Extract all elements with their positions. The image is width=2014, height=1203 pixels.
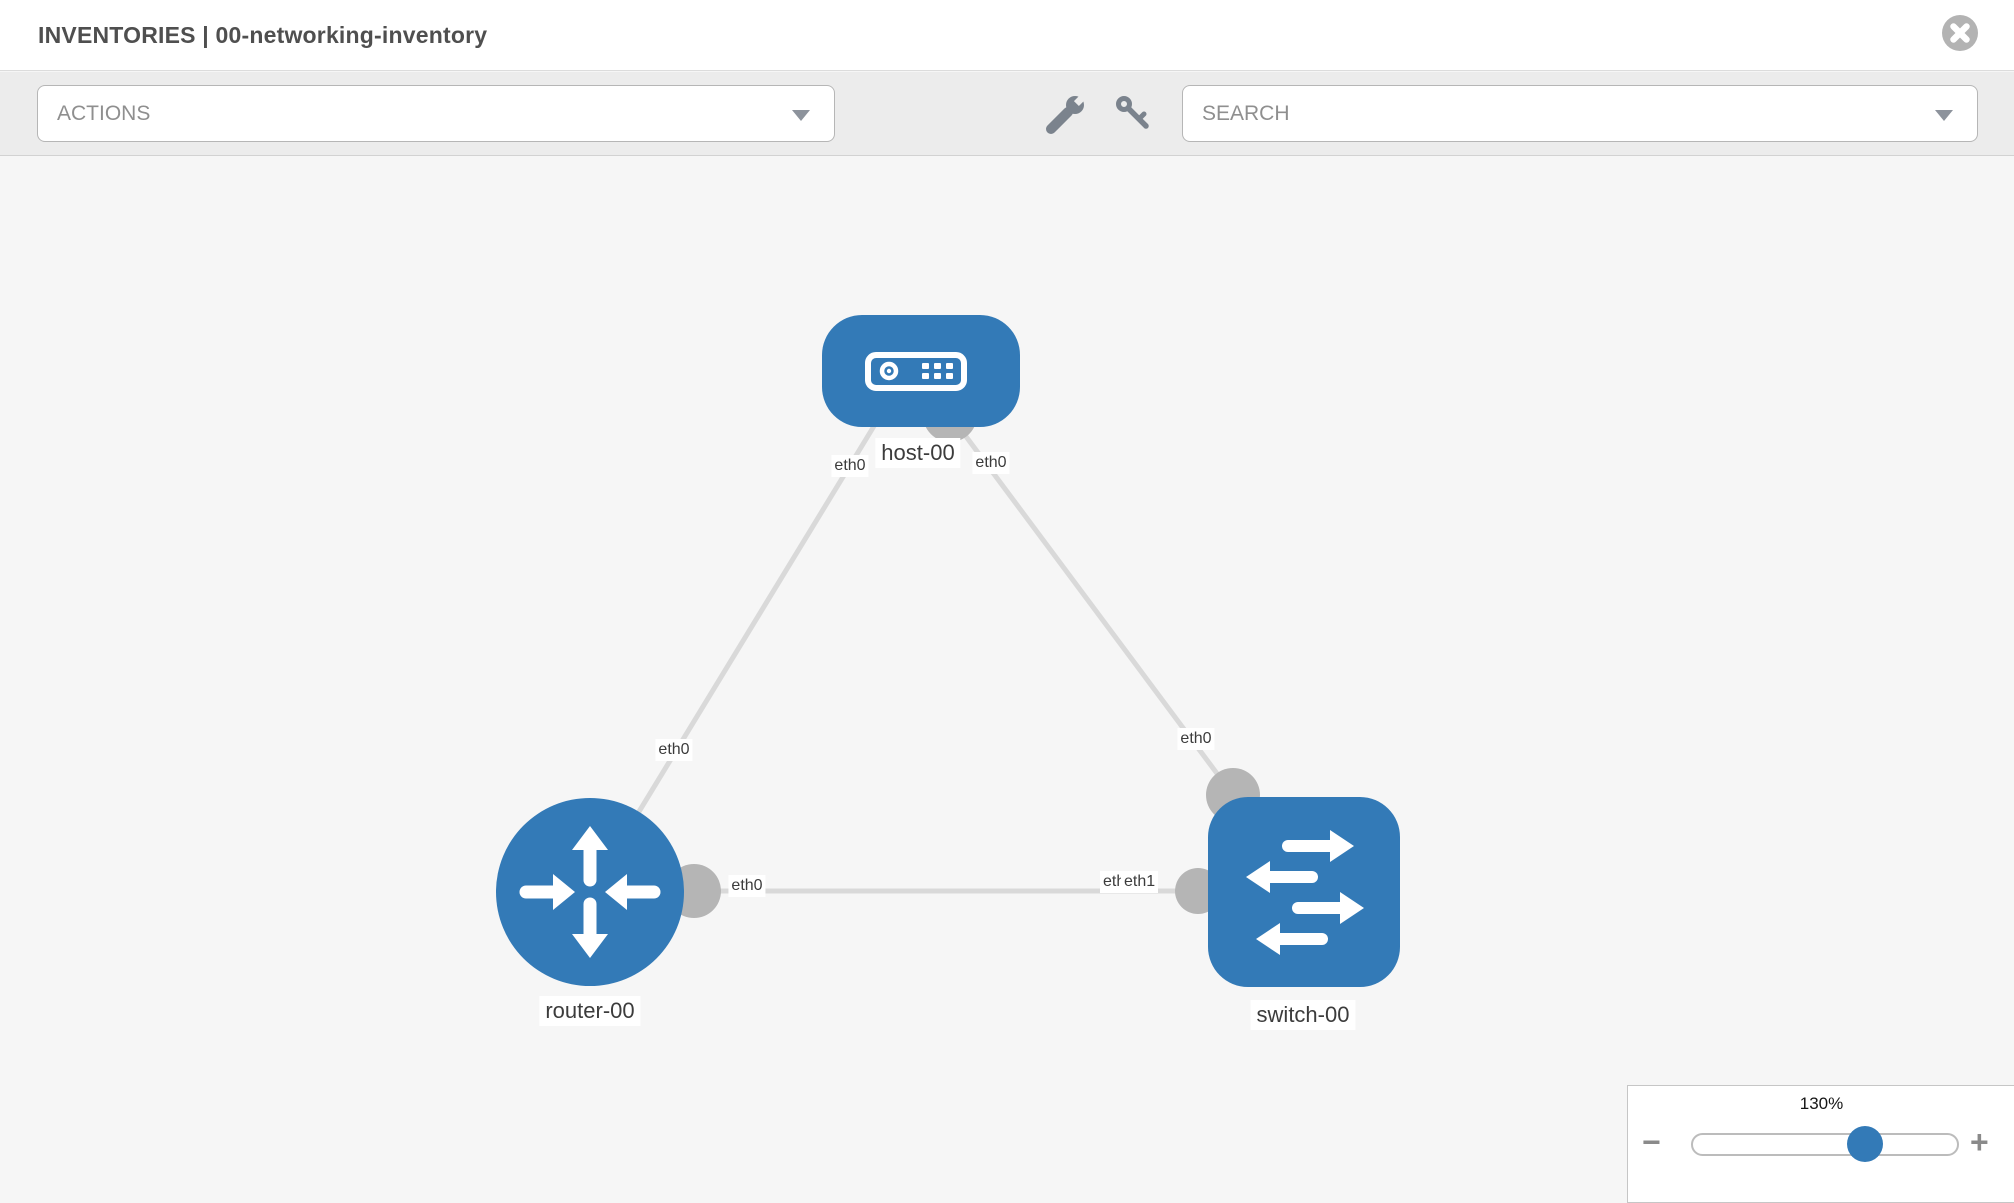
- interface-label: eth0: [831, 455, 869, 477]
- actions-dropdown[interactable]: ACTIONS: [37, 85, 835, 142]
- zoom-slider[interactable]: [1691, 1133, 1959, 1156]
- zoom-in-button[interactable]: +: [1970, 1124, 1989, 1160]
- node-router[interactable]: [496, 798, 684, 986]
- toolbar: ACTIONS: [0, 72, 2014, 156]
- router-icon: [519, 826, 661, 958]
- interface-label: eth0: [655, 739, 693, 761]
- interface-label: eth0: [728, 875, 766, 897]
- node-switch[interactable]: [1208, 797, 1400, 987]
- chevron-down-icon: [792, 110, 810, 121]
- search-dropdown[interactable]: [1182, 85, 1978, 142]
- interface-label: eth0: [972, 452, 1010, 474]
- close-button[interactable]: [1941, 14, 1979, 52]
- zoom-control-panel: 130% − +: [1627, 1085, 2014, 1203]
- wrench-icon[interactable]: [1046, 93, 1087, 134]
- node-label-switch: switch-00: [1250, 1000, 1356, 1030]
- page-title: INVENTORIES | 00-networking-inventory: [38, 22, 488, 48]
- chevron-down-icon: [1935, 110, 1953, 121]
- zoom-level-label: 130%: [1799, 1094, 1844, 1113]
- panel-header: INVENTORIES | 00-networking-inventory: [0, 0, 2014, 71]
- zoom-out-button[interactable]: −: [1642, 1124, 1661, 1160]
- interface-label: eth1: [1121, 871, 1159, 893]
- node-label-host: host-00: [875, 438, 961, 468]
- close-icon: [1942, 15, 1978, 51]
- interface-label: eth0: [1177, 728, 1215, 750]
- search-input[interactable]: [1202, 86, 1902, 141]
- switch-icon: [1246, 830, 1364, 955]
- zoom-slider-handle[interactable]: [1847, 1126, 1883, 1162]
- edge-router-host[interactable]: [587, 406, 888, 894]
- node-label-router: router-00: [539, 996, 641, 1026]
- key-icon[interactable]: [1116, 96, 1149, 129]
- host-icon: [865, 352, 967, 391]
- actions-label: ACTIONS: [57, 101, 151, 125]
- node-host[interactable]: [822, 315, 1020, 427]
